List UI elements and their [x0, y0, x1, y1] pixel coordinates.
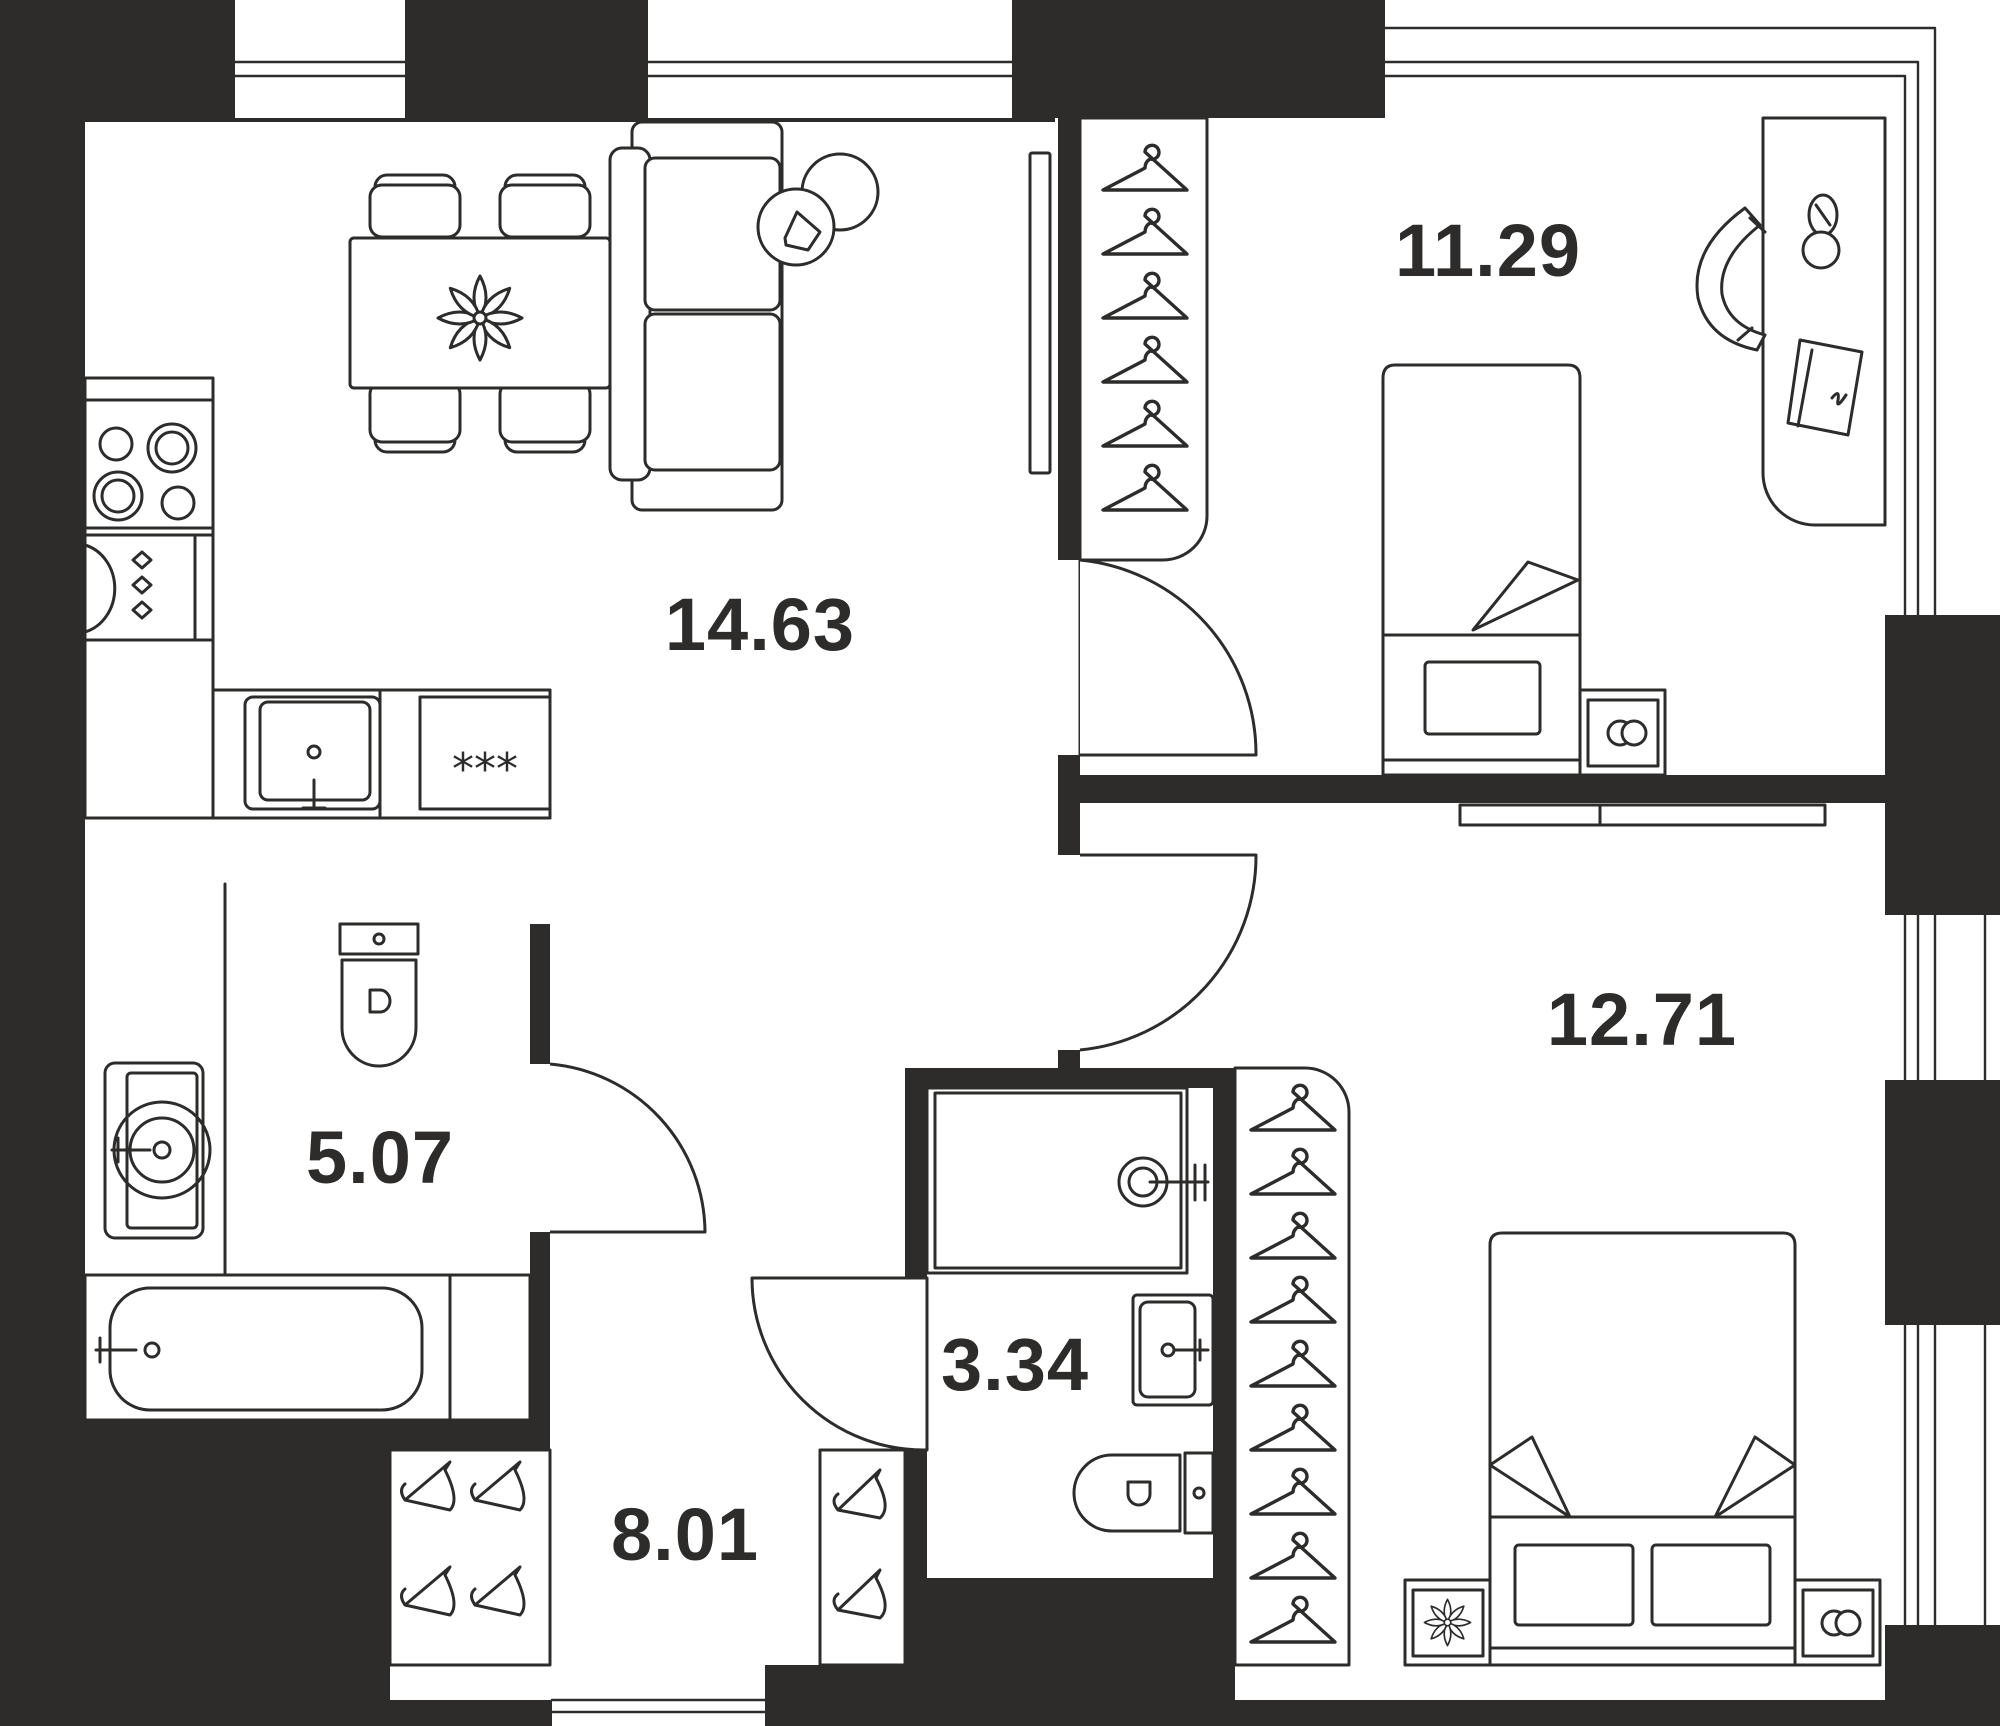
window-bedroom-large-upper	[1885, 913, 2000, 1082]
bedroom-large-furniture	[1233, 1066, 1882, 1667]
bathroom-fixtures	[83, 882, 532, 1422]
dining-table	[348, 173, 612, 454]
double-bed	[1488, 1231, 1797, 1667]
washbasin	[103, 1061, 212, 1240]
hallway-wardrobe-right	[818, 1448, 907, 1667]
bathtub-icon	[83, 1273, 532, 1422]
wall-living-bedroom-top	[1058, 118, 1080, 560]
sink-icon	[1131, 1293, 1215, 1407]
nightstand-small	[1578, 688, 1667, 777]
kitchen-counter: ***	[83, 376, 552, 820]
windows	[233, 20, 2000, 1726]
outer-wall-bottom-left	[0, 1420, 390, 1726]
wall-bath-hall-lower	[530, 1232, 550, 1420]
outer-wall-bottom-right	[1885, 1625, 2000, 1726]
wall-hall-bottom	[390, 1420, 550, 1450]
area-bathroom: 5.07	[306, 1116, 454, 1199]
outer-wall-bottom	[0, 1700, 2000, 1726]
wall-wc-bottom-notch	[1060, 1578, 1100, 1623]
window-living-right	[646, 20, 1014, 118]
doors	[549, 558, 1258, 1452]
area-hallway: 8.01	[611, 1493, 759, 1576]
notebook	[1786, 338, 1864, 437]
wall-hall-right	[905, 1450, 927, 1700]
wc-fixtures	[925, 1086, 1215, 1535]
floor-bathroom-top	[130, 840, 225, 884]
area-wc: 3.34	[941, 1323, 1089, 1406]
shower-icon	[925, 1086, 1210, 1275]
door-wc-swing[interactable]	[750, 1276, 929, 1452]
area-bedroom-large: 12.71	[1547, 978, 1737, 1061]
living-furniture: ***	[83, 120, 1052, 820]
wall-bath-hall	[530, 924, 550, 1064]
side-table-lamp	[756, 152, 880, 267]
wall-wc-top	[905, 1068, 1235, 1088]
window-bedroom-large-lower	[1885, 1323, 2000, 1627]
wardrobe-small	[1078, 116, 1209, 562]
nightstand-left	[1403, 1578, 1492, 1667]
window-hallway	[550, 1698, 767, 1726]
door-bathroom-swing[interactable]	[549, 1062, 707, 1234]
area-living-kitchen: 14.63	[665, 583, 855, 666]
desk	[1695, 116, 1887, 527]
floor-living-kitchen	[85, 122, 1058, 1060]
stove-icon	[92, 422, 198, 522]
base-cabinet	[83, 638, 215, 820]
wall-wc-left	[905, 1068, 927, 1278]
rings-icon	[1606, 719, 1648, 747]
hallway-wardrobe-left	[388, 1448, 552, 1667]
area-labels: 14.63 11.29 12.71 5.07 3.34 8.01	[306, 209, 1737, 1576]
door-bedroom-large-swing[interactable]	[1079, 853, 1258, 1052]
outer-wall-right-upper	[1885, 615, 2000, 915]
door-bedroom-small-swing[interactable]	[1079, 558, 1258, 757]
wall-shelf	[1458, 803, 1827, 827]
wardrobe-large	[1233, 1066, 1351, 1667]
flower-icon	[1423, 1598, 1472, 1647]
wall-hall-bottom-right	[765, 1665, 925, 1726]
sink-icon	[243, 695, 382, 811]
bedroom-small-furniture	[1078, 116, 1887, 827]
single-bed	[1381, 363, 1582, 777]
fridge-symbol: ***	[452, 744, 518, 795]
nightstand-right	[1793, 1578, 1882, 1667]
toilet-icon	[1072, 1451, 1215, 1535]
flower-icon	[436, 274, 524, 362]
toilet-icon	[338, 922, 420, 1068]
window-balcony-corner	[1383, 20, 2000, 617]
outer-wall-right-lower	[1885, 1080, 2000, 1325]
area-bedroom-small: 11.29	[1395, 209, 1581, 292]
lamp-icon	[783, 210, 822, 252]
window-living-left	[233, 20, 407, 118]
wall-tv-panel	[1028, 151, 1052, 475]
lamp-icon	[1801, 193, 1841, 270]
sofa	[608, 120, 784, 512]
rings-icon	[1820, 1609, 1862, 1637]
wall-wc-right	[1213, 1068, 1235, 1700]
wall-living-bedroom-low	[1058, 1050, 1080, 1070]
hallway-furniture	[388, 1448, 907, 1667]
